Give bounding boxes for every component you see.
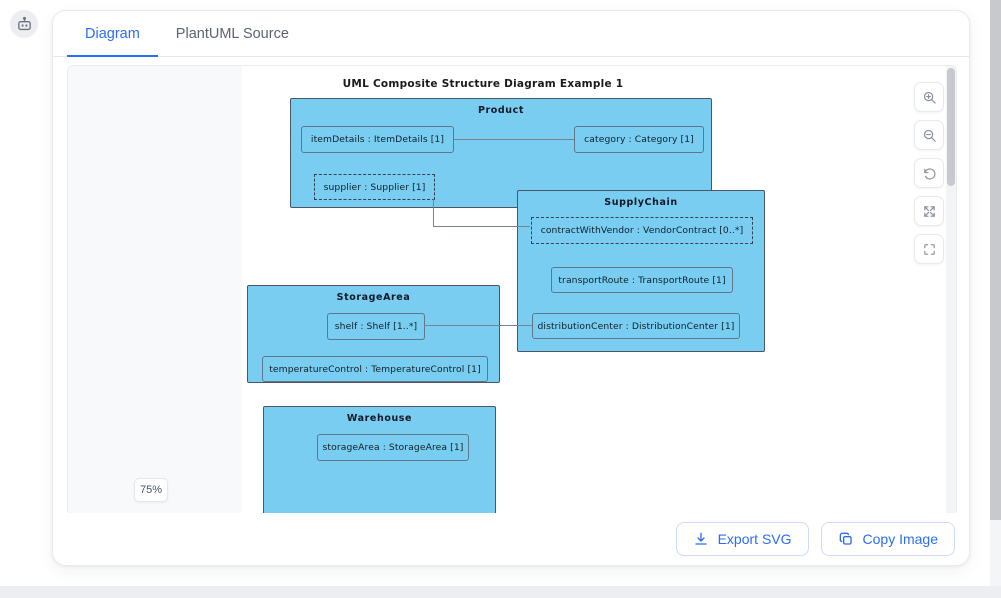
uml-class-product[interactable]: Product itemDetails : ItemDetails [1] ca… — [290, 98, 712, 208]
uml-part-itemdetails[interactable]: itemDetails : ItemDetails [1] — [301, 126, 454, 153]
diagram-canvas[interactable]: UML Composite Structure Diagram Example … — [67, 65, 957, 515]
zoom-out-button[interactable] — [914, 120, 944, 150]
uml-class-storagearea-title: StorageArea — [336, 292, 411, 303]
diagram-sheet: UML Composite Structure Diagram Example … — [242, 66, 956, 514]
copy-image-label: Copy Image — [862, 531, 938, 547]
page-scrollbar-thumb[interactable] — [990, 0, 1001, 520]
tab-diagram[interactable]: Diagram — [67, 12, 158, 57]
uml-part-distributioncenter[interactable]: distributionCenter : DistributionCenter … — [532, 313, 740, 339]
fullscreen-button[interactable] — [914, 234, 944, 264]
connector-shelf-distributioncenter — [424, 325, 532, 327]
page-scrollbar-track[interactable] — [990, 0, 1001, 586]
zoom-in-icon — [922, 90, 937, 105]
export-svg-label: Export SVG — [717, 531, 792, 547]
uml-part-temperaturecontrol[interactable]: temperatureControl : TemperatureControl … — [262, 356, 488, 382]
fit-screen-icon — [922, 204, 937, 219]
copy-icon — [838, 531, 854, 547]
copy-image-button[interactable]: Copy Image — [820, 522, 955, 556]
uml-part-contractwithvendor[interactable]: contractWithVendor : VendorContract [0..… — [531, 217, 753, 244]
fit-screen-button[interactable] — [914, 196, 944, 226]
uml-part-transportroute[interactable]: transportRoute : TransportRoute [1] — [551, 267, 733, 293]
zoom-in-button[interactable] — [914, 82, 944, 112]
canvas-toolbar — [914, 82, 944, 264]
uml-class-storagearea[interactable]: StorageArea shelf : Shelf [1..*] tempera… — [247, 285, 500, 383]
zoom-out-icon — [922, 128, 937, 143]
footer-actions: Export SVG Copy Image — [53, 513, 969, 565]
uml-class-product-title: Product — [477, 105, 525, 116]
uml-class-warehouse[interactable]: Warehouse storageArea : StorageArea [1] — [263, 406, 496, 514]
uml-part-category[interactable]: category : Category [1] — [574, 126, 704, 153]
export-svg-button[interactable]: Export SVG — [675, 522, 809, 556]
tab-diagram-label: Diagram — [85, 26, 140, 42]
connector-itemdetails-category — [454, 139, 574, 140]
uml-class-supplychain[interactable]: SupplyChain contractWithVendor : VendorC… — [517, 190, 765, 352]
connector-supplier-contract-vertical — [433, 199, 435, 227]
zoom-level-value: 75% — [139, 484, 163, 496]
tab-bar: Diagram PlantUML Source — [53, 11, 969, 57]
connector-supplier-contract-horizontal — [433, 226, 530, 228]
uml-part-shelf[interactable]: shelf : Shelf [1..*] — [327, 313, 425, 340]
download-icon — [693, 531, 709, 547]
zoom-level-badge: 75% — [134, 478, 168, 502]
fullscreen-icon — [922, 242, 937, 257]
tab-plantuml-source-label: PlantUML Source — [175, 26, 289, 42]
tab-plantuml-source[interactable]: PlantUML Source — [158, 12, 307, 56]
canvas-scrollbar-track[interactable] — [946, 66, 956, 514]
uml-part-supplier[interactable]: supplier : Supplier [1] — [314, 174, 435, 200]
robot-icon — [16, 16, 33, 33]
diagram-card: Diagram PlantUML Source UML Composite St… — [52, 10, 970, 566]
reset-icon — [922, 166, 937, 181]
uml-class-warehouse-title: Warehouse — [346, 413, 413, 424]
canvas-scrollbar-thumb[interactable] — [947, 68, 955, 186]
page-bottom-edge — [0, 586, 1001, 598]
diagram-title: UML Composite Structure Diagram Example … — [342, 78, 624, 90]
reset-button[interactable] — [914, 158, 944, 188]
uml-part-storagearea[interactable]: storageArea : StorageArea [1] — [317, 434, 469, 461]
uml-class-supplychain-title: SupplyChain — [604, 197, 678, 208]
robot-badge[interactable] — [10, 10, 38, 38]
